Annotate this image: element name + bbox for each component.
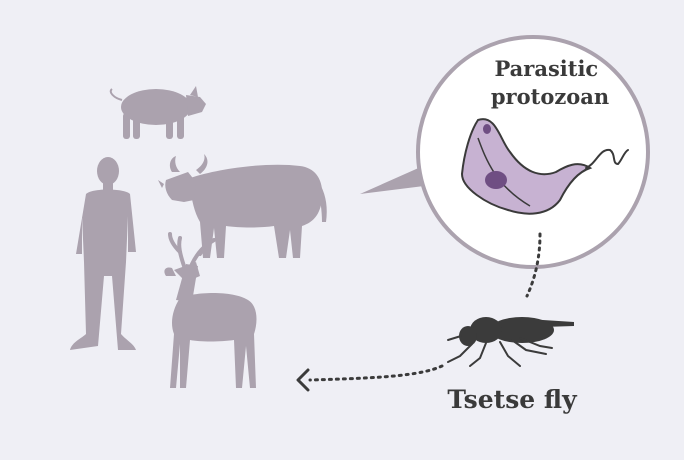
deer-icon — [164, 232, 257, 388]
human-icon — [70, 157, 136, 350]
parasite-callout: Parasitic protozoan — [360, 35, 650, 269]
parasite-label-line2: protozoan — [491, 84, 609, 109]
trypanosome-icon — [460, 118, 629, 215]
cow-icon — [158, 154, 327, 258]
tsetse-fly-icon — [447, 317, 574, 367]
transmission-dotted-line — [525, 232, 542, 298]
parasite-label-line1: Parasitic — [494, 56, 598, 81]
arrow-left-icon — [296, 364, 444, 392]
pig-icon — [109, 86, 206, 139]
vector-label: Tsetse fly — [447, 385, 578, 414]
parasite-label: Parasitic protozoan — [491, 56, 609, 109]
